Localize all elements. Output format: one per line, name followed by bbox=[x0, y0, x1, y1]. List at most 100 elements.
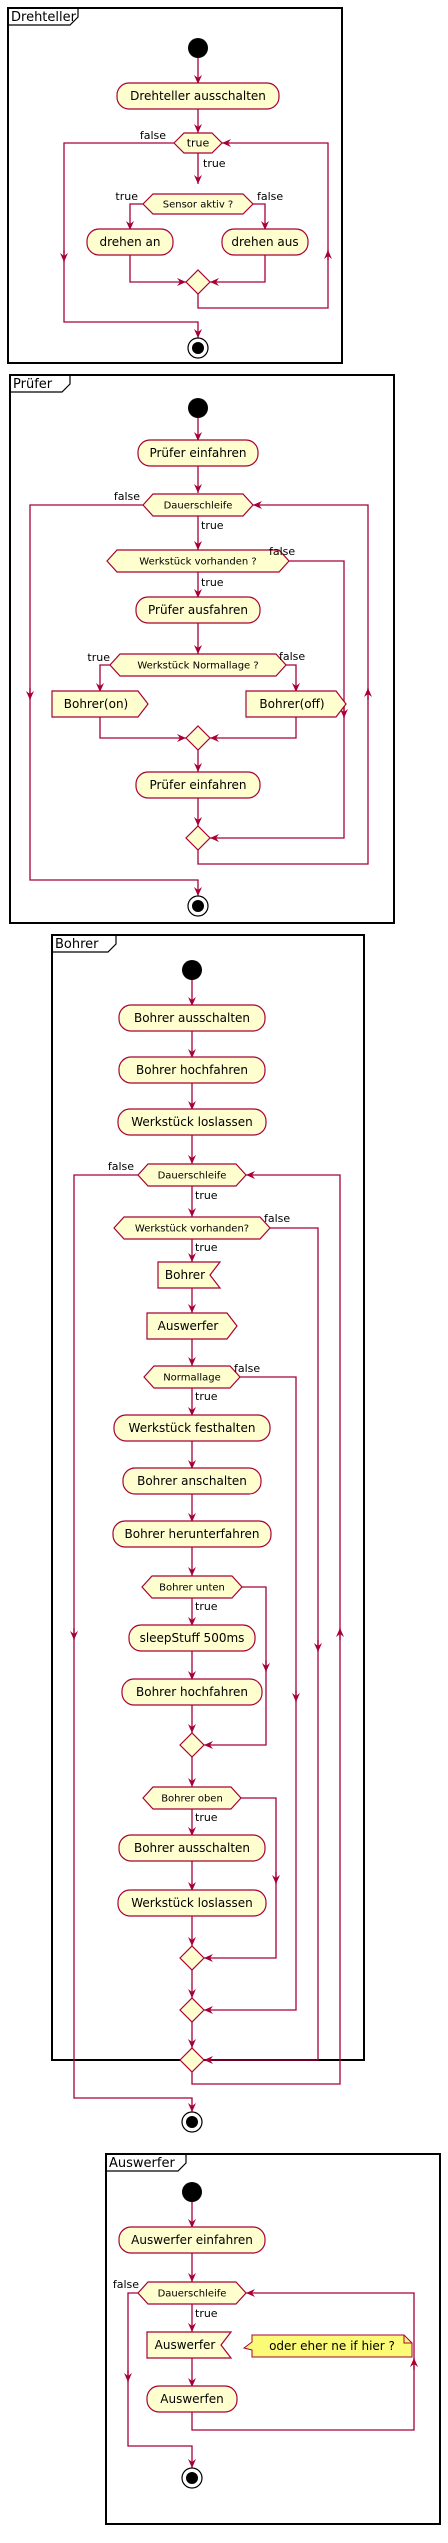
action-node: Bohrer anschalten bbox=[122, 1467, 262, 1495]
merge-node bbox=[179, 2047, 205, 2073]
action-label: Prüfer ausfahren bbox=[148, 603, 248, 617]
note-text: oder eher ne if hier ? bbox=[269, 2339, 395, 2353]
signal-label: Bohrer bbox=[165, 1268, 205, 1282]
send-signal-node: Bohrer(on) bbox=[51, 690, 149, 718]
stop-node bbox=[181, 2467, 203, 2489]
merge-node bbox=[179, 1945, 205, 1971]
action-node: Werkstück festhalten bbox=[113, 1414, 271, 1442]
flow-edge bbox=[286, 664, 300, 692]
branch-label: true bbox=[195, 1600, 218, 1613]
action-label: Bohrer ausschalten bbox=[134, 1841, 250, 1855]
start-node bbox=[188, 38, 208, 58]
branch-label: true bbox=[115, 190, 138, 203]
decision-node: Werkstück vorhanden? bbox=[113, 1216, 271, 1240]
action-label: Bohrer hochfahren bbox=[136, 1063, 248, 1077]
action-node: Auswerfen bbox=[146, 2385, 238, 2413]
branch-label: false bbox=[113, 2278, 139, 2291]
flow-edge bbox=[197, 501, 369, 865]
flow-edge bbox=[197, 139, 329, 309]
action-node: Bohrer ausschalten bbox=[118, 1004, 266, 1032]
action-node: Bohrer hochfahren bbox=[121, 1678, 263, 1706]
branch-label: true bbox=[195, 1390, 218, 1403]
start-node bbox=[182, 960, 202, 980]
decision-label: Werkstück Normallage ? bbox=[137, 661, 258, 672]
flow-edge bbox=[253, 203, 269, 230]
merge-node bbox=[185, 269, 211, 295]
action-node: Werkstück loslassen bbox=[117, 1108, 267, 1136]
flow-edge bbox=[210, 255, 266, 286]
action-label: sleepStuff 500ms bbox=[140, 1631, 245, 1645]
partition-frame: Prüfer bbox=[9, 374, 395, 924]
action-node: sleepStuff 500ms bbox=[128, 1624, 256, 1652]
branch-label: false bbox=[264, 1212, 290, 1225]
note: oder eher ne if hier ? bbox=[242, 2334, 413, 2358]
branch-label: true bbox=[203, 157, 226, 170]
stop-node bbox=[181, 2111, 203, 2133]
signal-label: Bohrer(on) bbox=[64, 697, 128, 711]
flow-edge bbox=[29, 504, 202, 896]
action-node: Prüfer einfahren bbox=[137, 439, 259, 467]
partition-title: Bohrer bbox=[55, 937, 99, 952]
action-label: Bohrer anschalten bbox=[137, 1474, 247, 1488]
branch-label: true bbox=[195, 1811, 218, 1824]
branch-label: true bbox=[195, 1241, 218, 1254]
decision-node: Dauerschleife bbox=[137, 1163, 247, 1187]
branch-label: false bbox=[279, 650, 305, 663]
partition-title: Prüfer bbox=[13, 377, 53, 392]
action-label: Auswerfer einfahren bbox=[131, 2233, 253, 2247]
merge-node bbox=[185, 825, 211, 851]
partition-frame: Auswerfer bbox=[105, 2153, 441, 2525]
decision-node: Bohrer oben bbox=[142, 1786, 242, 1810]
decision-node: true bbox=[173, 132, 223, 154]
flow-edge bbox=[96, 664, 110, 692]
signal-label: Auswerfer bbox=[158, 1319, 219, 1333]
action-label: Auswerfen bbox=[160, 2392, 223, 2406]
flow-edge bbox=[63, 142, 202, 338]
decision-label: Dauerschleife bbox=[164, 501, 233, 512]
action-label: Werkstück loslassen bbox=[131, 1115, 252, 1129]
partition-frame: Drehteller bbox=[7, 7, 343, 364]
decision-label: Werkstück vorhanden? bbox=[135, 1224, 249, 1235]
flow-edge bbox=[191, 1171, 341, 2085]
flow-edge bbox=[99, 717, 186, 742]
send-signal-node: Bohrer(off) bbox=[245, 690, 347, 718]
decision-node: Werkstück vorhanden ? bbox=[106, 549, 290, 573]
action-node: Auswerfer einfahren bbox=[118, 2226, 266, 2254]
decision-label: Dauerschleife bbox=[158, 2289, 227, 2300]
send-signal-node: Auswerfer bbox=[146, 1312, 238, 1340]
action-node: Werkstück loslassen bbox=[117, 1889, 267, 1917]
merge-node bbox=[179, 1732, 205, 1758]
decision-node: Werkstück Normallage ? bbox=[109, 653, 287, 677]
decision-node: Dauerschleife bbox=[137, 2281, 247, 2305]
decision-node: Normallage bbox=[143, 1365, 241, 1389]
signal-label: Bohrer(off) bbox=[259, 697, 324, 711]
merge-node bbox=[185, 725, 211, 751]
action-label: Bohrer herunterfahren bbox=[125, 1527, 260, 1541]
action-label: drehen aus bbox=[231, 235, 298, 249]
branch-label: false bbox=[108, 1160, 134, 1173]
branch-label: false bbox=[269, 545, 295, 558]
action-node: drehen an bbox=[86, 228, 174, 256]
branch-label: true bbox=[195, 2307, 218, 2320]
action-label: Prüfer einfahren bbox=[149, 778, 246, 792]
action-node: Prüfer einfahren bbox=[135, 771, 261, 799]
start-node bbox=[182, 2182, 202, 2202]
action-label: Prüfer einfahren bbox=[149, 446, 246, 460]
action-label: Drehteller ausschalten bbox=[130, 89, 266, 103]
receive-signal-node: Bohrer bbox=[157, 1261, 222, 1289]
decision-label: Sensor aktiv ? bbox=[163, 200, 233, 211]
action-node: Prüfer ausfahren bbox=[135, 596, 261, 624]
merge-node bbox=[179, 1997, 205, 2023]
action-label: Werkstück festhalten bbox=[129, 1421, 256, 1435]
decision-node: Dauerschleife bbox=[142, 493, 254, 517]
decision-node: Bohrer unten bbox=[141, 1575, 243, 1599]
partition-title: Drehteller bbox=[11, 10, 77, 25]
start-node bbox=[188, 398, 208, 418]
action-label: drehen an bbox=[99, 235, 160, 249]
action-label: Bohrer ausschalten bbox=[134, 1011, 250, 1025]
branch-label: false bbox=[257, 190, 283, 203]
action-label: Werkstück loslassen bbox=[131, 1896, 252, 1910]
action-node: Bohrer herunterfahren bbox=[112, 1520, 272, 1548]
flow-edge bbox=[126, 203, 143, 230]
